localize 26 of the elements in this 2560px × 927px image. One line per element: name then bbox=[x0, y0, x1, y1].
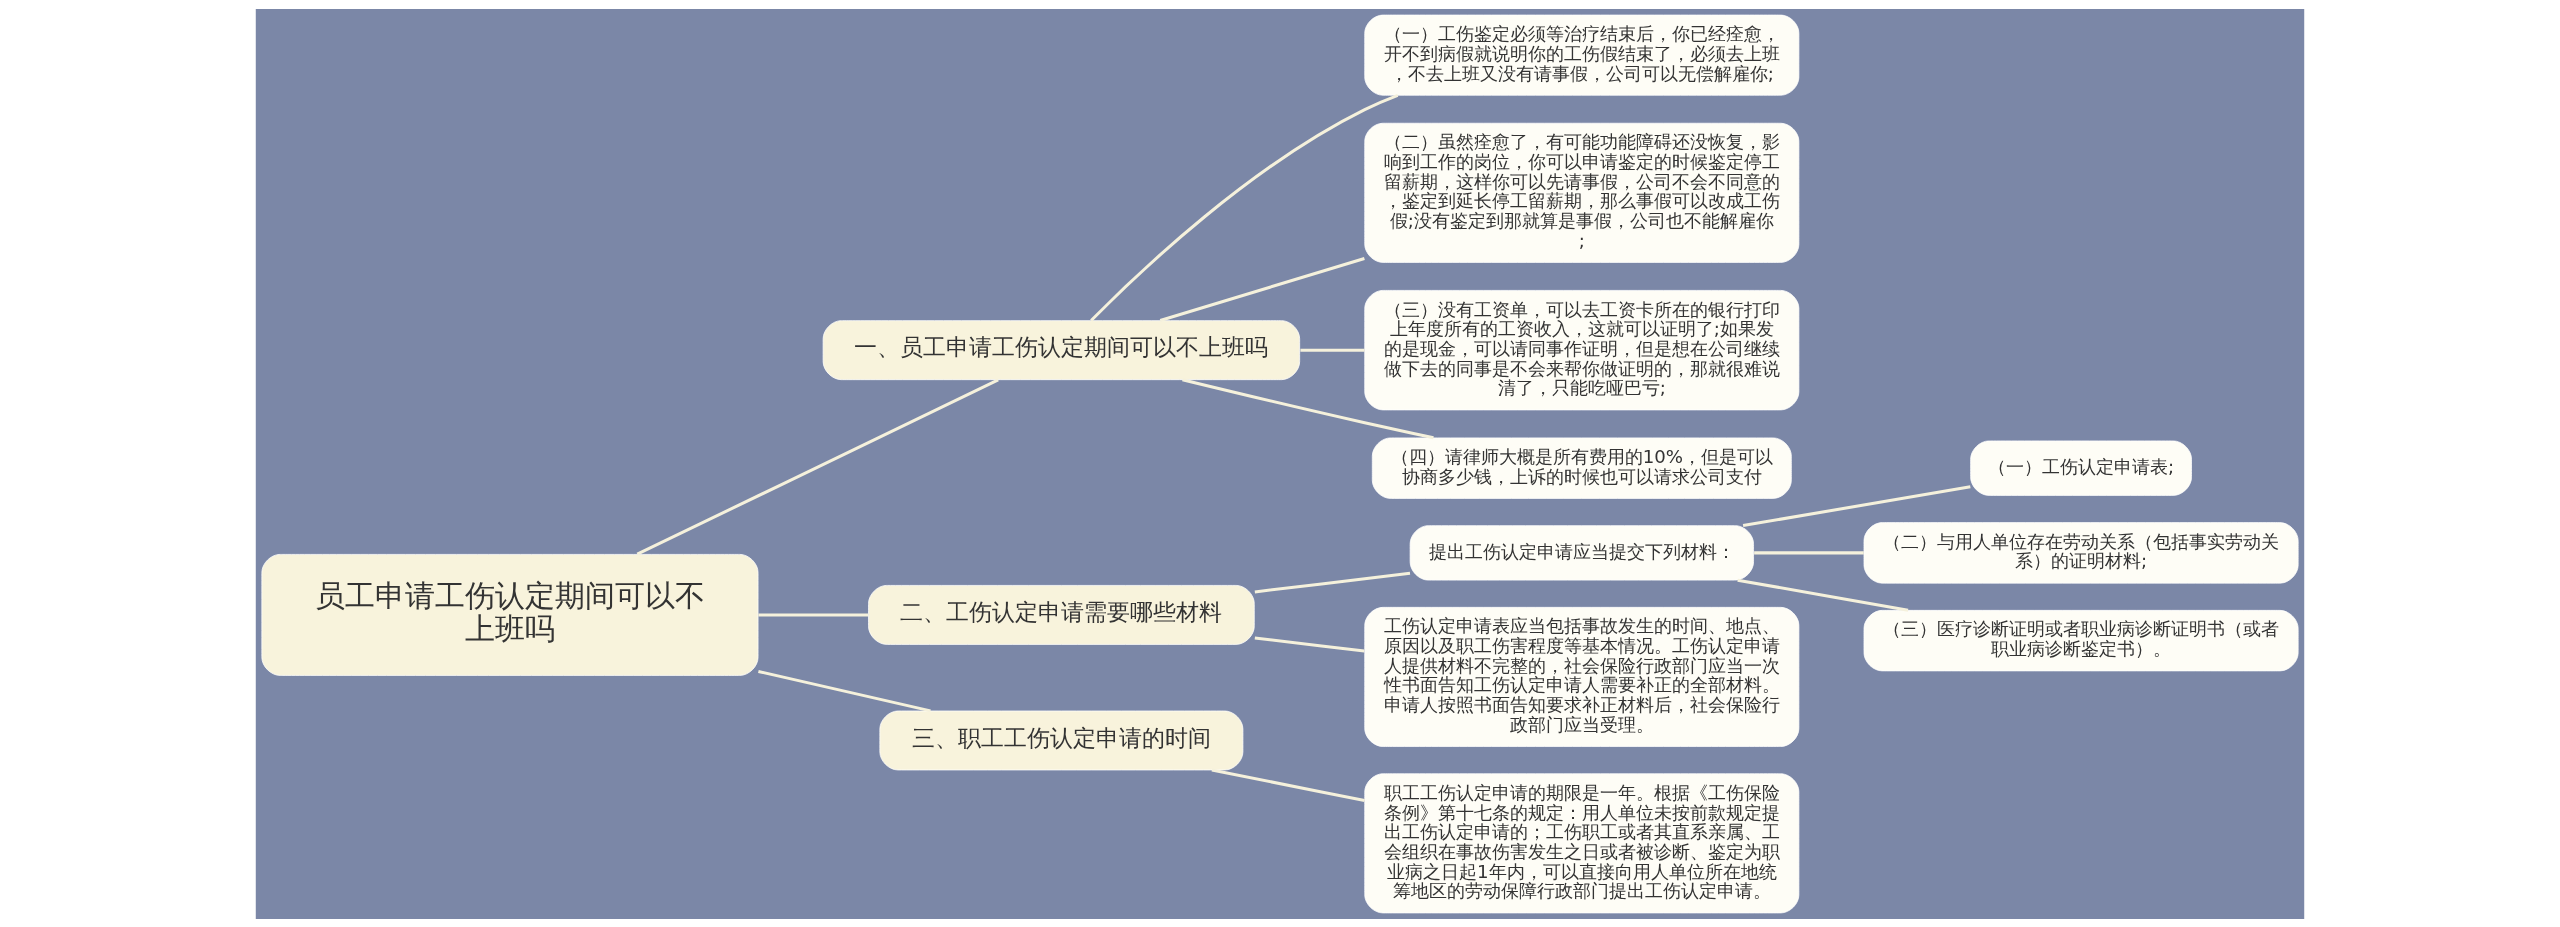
node-box: 三、职工工伤认定申请的时间 bbox=[879, 710, 1244, 770]
connector bbox=[1090, 93, 1399, 322]
connector bbox=[1211, 768, 1365, 802]
node-box: 二、工伤认定申请需要哪些材料 bbox=[868, 584, 1255, 645]
node-box: （二）虽然痊愈了，有可能功能障碍还没恢复，影响到工作的岗位，你可以申请鉴定的时候鉴定停工留薪期，这样你可以先请事假，公司不会不同意的，鉴定到延长停工留薪期，那么事假可以改成工伤假;没有鉴定到那就算是事假，公司也不能解雇你; bbox=[1364, 122, 1800, 263]
connector bbox=[758, 612, 869, 616]
node-box: 员工申请工伤认定期间可以不上班吗 bbox=[261, 553, 759, 676]
node-box: （四）请律师大概是所有费用的10%，但是可以协商多少钱，上诉的时候也可以请求公司支付 bbox=[1371, 437, 1792, 499]
node-box: （三）医疗诊断证明或者职业病诊断证明书（或者职业病诊断鉴定书）。 bbox=[1863, 609, 2299, 671]
node-box: （一）工伤认定申请表; bbox=[1970, 440, 2192, 496]
node-box: （二）与用人单位存在劳动关系（包括事实劳动关系）的证明材料; bbox=[1863, 521, 2299, 583]
node-box: （三）没有工资单，可以去工资卡所在的银行打印上年度所有的工资收入，这就可以证明了;如果发的是现金，可以请同事作证明，但是想在公司继续做下去的同事是不会来帮你做证明的，那就很难说清了，只能吃哑巴亏; bbox=[1364, 289, 1800, 410]
connector bbox=[1300, 348, 1365, 352]
node-box: 提出工伤认定申请应当提交下列材料： bbox=[1409, 524, 1754, 580]
connector bbox=[1742, 484, 1971, 527]
connector bbox=[758, 669, 931, 712]
node-box: 一、员工申请工伤认定期间可以不上班吗 bbox=[822, 319, 1301, 380]
node-box: 工伤认定申请表应当包括事故发生的时间、地点、原因以及职工伤害程度等基本情况。工伤认定申请人提供材料不完整的，社会保险行政部门应当一次性书面告知工伤认定申请人需要补正的全部材料。申请人按照书面告知要求补正材料后，社会保险行政部门应当受理。 bbox=[1364, 606, 1800, 747]
connector bbox=[1737, 578, 1909, 612]
connector bbox=[1254, 635, 1365, 653]
node-box: （一）工伤鉴定必须等治疗结束后，你已经痊愈，开不到病假就说明你的工伤假结束了，必须去上班，不去上班又没有请事假，公司可以无偿解雇你; bbox=[1364, 14, 1800, 96]
node-box: 职工工伤认定申请的期限是一年。根据《工伤保险条例》第十七条的规定：用人单位未按前款规定提出工伤认定申请的；工伤职工或者其直系亲属、工会组织在事故伤害发生之日或者被诊断、鉴定为职业病之日起1年内，可以直接向用人单位所在地统筹地区的劳动保障行政部门提出工伤认定申请。 bbox=[1364, 772, 1800, 913]
connector bbox=[636, 378, 999, 556]
connector bbox=[1159, 256, 1365, 322]
connector bbox=[1754, 550, 1864, 554]
connector bbox=[1254, 571, 1411, 593]
